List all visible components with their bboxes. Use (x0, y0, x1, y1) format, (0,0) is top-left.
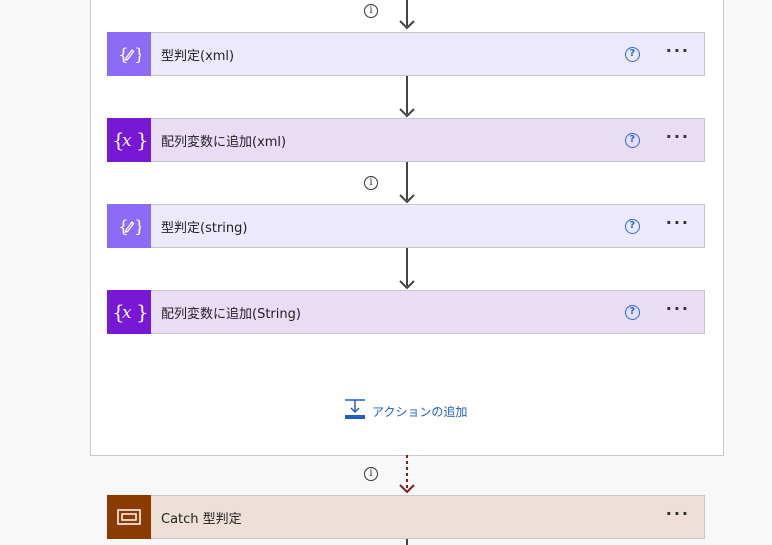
action-title: 配列変数に追加(xml) (161, 134, 287, 150)
compose-icon: { } (107, 204, 151, 248)
svg-text:x: x (122, 131, 132, 151)
connector-arrow (399, 248, 415, 290)
svg-text:{: { (112, 300, 125, 324)
run-after-info-icon[interactable]: i (364, 467, 378, 481)
connector-line (406, 539, 408, 545)
action-title: Catch 型判定 (161, 511, 242, 527)
compose-icon: { } (107, 32, 151, 76)
more-options-button[interactable]: ··· (665, 41, 690, 60)
action-card-append-xml[interactable]: { x } 配列変数に追加(xml) ? ··· (107, 118, 705, 162)
action-card-catch[interactable]: Catch 型判定 ··· (107, 495, 705, 539)
help-icon[interactable]: ? (624, 218, 640, 234)
scope-icon (107, 495, 151, 539)
run-after-info-icon[interactable]: i (364, 4, 378, 18)
more-options-button[interactable]: ··· (665, 299, 690, 318)
svg-text:}: } (134, 217, 141, 237)
variable-icon: { x } (107, 290, 151, 334)
action-card-compose-xml[interactable]: { } 型判定(xml) ? ··· (107, 32, 705, 76)
action-title: 配列変数に追加(String) (161, 306, 301, 322)
action-title: 型判定(xml) (161, 48, 235, 64)
action-title: 型判定(string) (161, 220, 248, 236)
connector-arrow (399, 162, 415, 204)
run-after-info-icon[interactable]: i (364, 176, 378, 190)
more-options-button[interactable]: ··· (665, 127, 690, 146)
svg-text:{: { (118, 45, 129, 65)
action-card-append-string[interactable]: { x } 配列変数に追加(String) ? ··· (107, 290, 705, 334)
variable-icon: { x } (107, 118, 151, 162)
svg-text:}: } (136, 128, 147, 152)
svg-text:{: { (112, 128, 125, 152)
action-card-compose-string[interactable]: { } 型判定(string) ? ··· (107, 204, 705, 248)
add-action-button[interactable]: アクションの追加 (344, 398, 468, 424)
svg-text:}: } (134, 45, 141, 65)
add-action-label: アクションの追加 (372, 404, 468, 419)
failure-connector-arrow (399, 455, 415, 495)
add-action-icon (344, 398, 366, 424)
svg-text:}: } (136, 300, 147, 324)
connector-arrow (399, 76, 415, 118)
svg-text:x: x (122, 303, 132, 323)
help-icon[interactable]: ? (624, 132, 640, 148)
help-icon[interactable]: ? (624, 304, 640, 320)
more-options-button[interactable]: ··· (665, 504, 690, 523)
more-options-button[interactable]: ··· (665, 213, 690, 232)
help-icon[interactable]: ? (624, 46, 640, 62)
svg-text:{: { (118, 217, 129, 237)
connector-arrow (399, 0, 415, 30)
